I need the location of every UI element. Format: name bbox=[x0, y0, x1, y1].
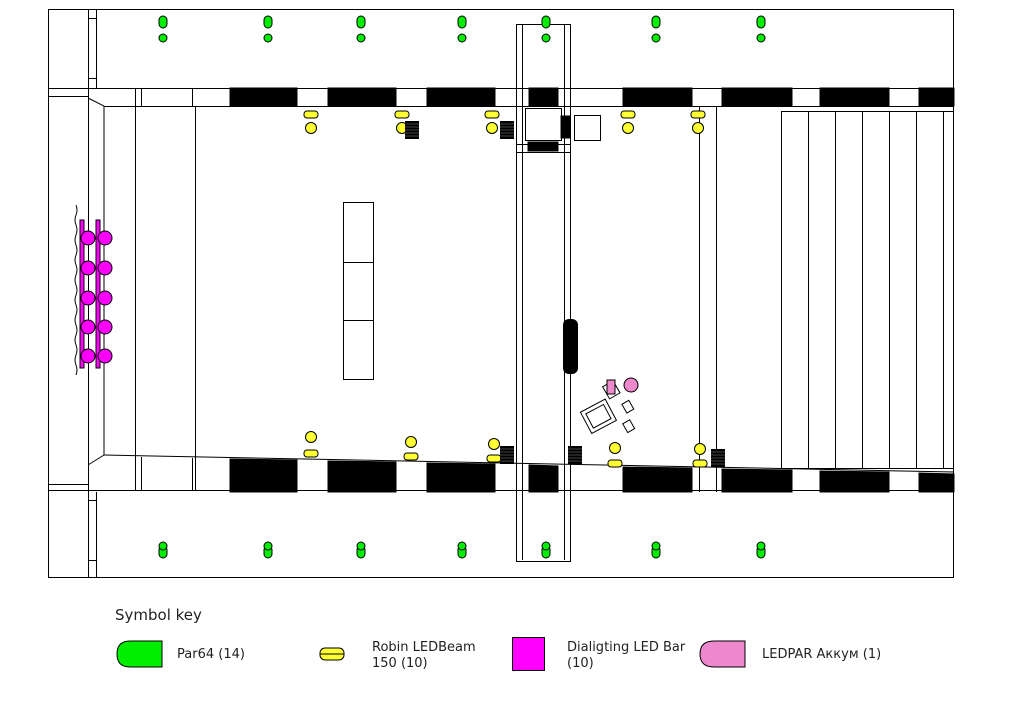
par64-icon bbox=[356, 541, 366, 559]
legend-label-par64: Par64 (14) bbox=[177, 647, 245, 662]
led-beam-icon bbox=[692, 443, 708, 468]
led-bar-icon bbox=[97, 319, 113, 335]
led-bar-icon bbox=[80, 290, 96, 306]
venue-outline bbox=[48, 9, 954, 578]
led-beam-icon bbox=[484, 110, 500, 134]
led-bar-icon bbox=[97, 260, 113, 276]
ledpar-symbol bbox=[699, 640, 746, 668]
led-bar-icon bbox=[97, 290, 113, 306]
legend-title: Symbol key bbox=[115, 606, 202, 624]
led-beam-icon bbox=[607, 442, 623, 468]
led-bar-fixtures bbox=[79, 219, 113, 369]
par64-icon bbox=[158, 541, 168, 559]
led-bar-symbol bbox=[512, 637, 545, 671]
par64-icon bbox=[541, 541, 551, 559]
lift-box bbox=[525, 108, 562, 141]
dimmer-pack-icon bbox=[500, 446, 514, 464]
cable-drum bbox=[563, 319, 578, 374]
par64-fixtures bbox=[158, 15, 766, 559]
par64-icon bbox=[263, 15, 273, 43]
led-bar-icon bbox=[80, 260, 96, 276]
par64-icon bbox=[457, 15, 467, 43]
legend-label-led-bar: Dialigting LED Bar (10) bbox=[567, 640, 686, 671]
par64-symbol bbox=[116, 640, 163, 668]
par64-icon bbox=[356, 15, 366, 43]
legend-label-ledpar: LEDPAR Аккум (1) bbox=[762, 647, 882, 662]
led-beam-symbol bbox=[319, 647, 345, 661]
par64-icon bbox=[541, 15, 551, 43]
par64-icon bbox=[651, 15, 661, 43]
par64-icon bbox=[457, 541, 467, 559]
led-beam-icon bbox=[486, 438, 502, 463]
par64-icon bbox=[263, 541, 273, 559]
stairs bbox=[781, 111, 954, 469]
center-platform bbox=[343, 202, 374, 380]
dimmer-pack-icon bbox=[568, 446, 582, 464]
legend-label-led-beam: Robin LEDBeam 150 (10) bbox=[372, 640, 476, 671]
par64-icon bbox=[756, 541, 766, 559]
stage-rear-edge bbox=[103, 454, 955, 473]
led-beam-icon bbox=[403, 436, 419, 461]
led-beam-icon bbox=[303, 431, 319, 458]
led-beam-icon bbox=[303, 110, 319, 134]
dimmer-pack-icon bbox=[500, 121, 514, 139]
par64-icon bbox=[756, 15, 766, 43]
led-beam-fixtures bbox=[303, 110, 708, 468]
dimmer-pack-icon bbox=[711, 449, 725, 467]
led-beam-icon bbox=[620, 110, 636, 134]
par64-icon bbox=[651, 541, 661, 559]
led-beam-icon bbox=[690, 110, 706, 134]
dimmer-pack-icon bbox=[405, 121, 419, 139]
led-bar-icon bbox=[80, 230, 96, 246]
led-bar-icon bbox=[97, 348, 113, 364]
rear-masking-band bbox=[229, 458, 955, 493]
ledpar-fixture bbox=[606, 377, 639, 395]
led-bar-icon bbox=[97, 230, 113, 246]
led-bar-icon bbox=[80, 348, 96, 364]
par64-icon bbox=[158, 15, 168, 43]
dimmer-packs bbox=[405, 121, 725, 467]
led-beam-icon bbox=[394, 110, 410, 134]
led-bar-icon bbox=[80, 319, 96, 335]
front-masking-band bbox=[229, 87, 955, 152]
